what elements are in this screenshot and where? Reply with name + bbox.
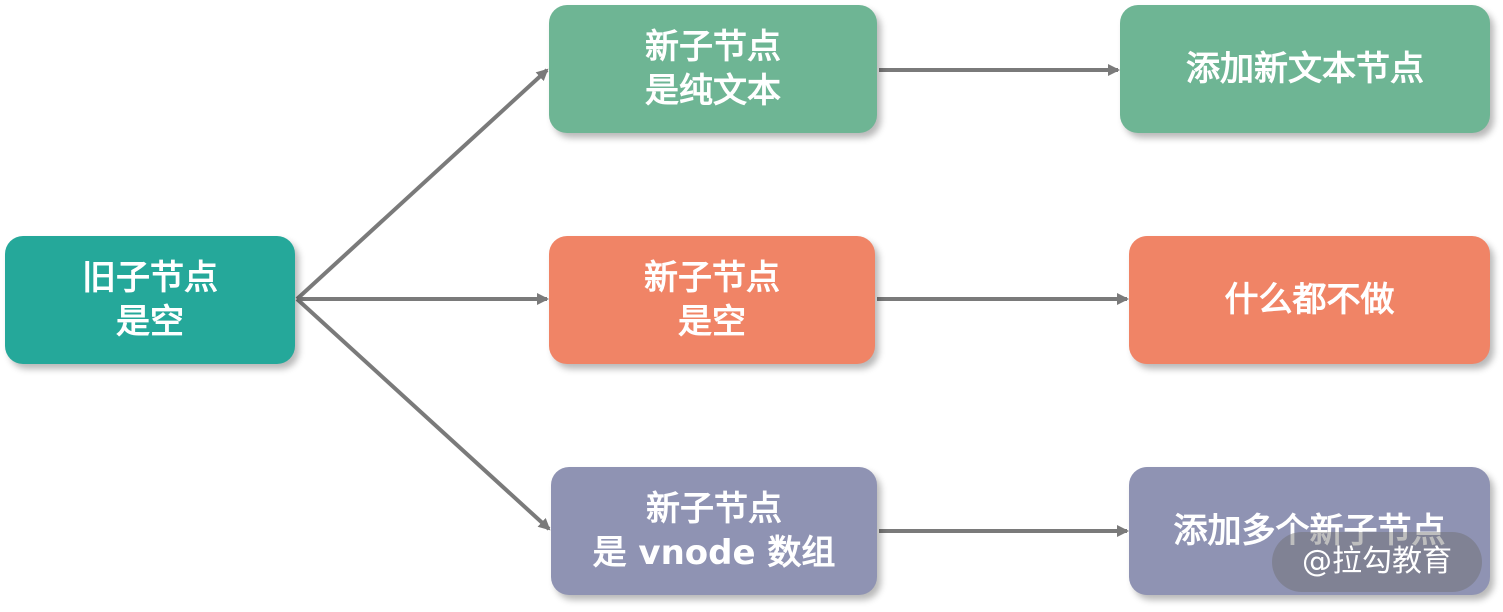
node-result-add-text: 添加新文本节点 [1120,5,1490,133]
node-old-children-empty: 旧子节点 是空 [5,236,295,364]
watermark: @拉勾教育 [1272,532,1482,592]
node-result-add-multiple: 添加多个新子节点 [1129,467,1490,595]
node-label-line1: 新子节点 [644,258,780,298]
node-label: 什么都不做 [1224,280,1395,320]
node-label-line1: 新子节点 [646,489,782,529]
node-label-line1: 旧子节点 [82,258,218,298]
node-label-line1: 新子节点 [645,27,781,67]
node-label: 添加新文本节点 [1186,49,1424,89]
node-new-children-empty: 新子节点 是空 [549,236,875,364]
node-label-line2: 是 vnode 数组 [592,533,836,573]
edge-old-to-text [295,68,549,301]
node-label-line2: 是空 [116,302,184,342]
node-label-line2: 是空 [678,302,746,342]
edge-old-to-array [295,297,551,531]
node-new-children-vnode-array: 新子节点 是 vnode 数组 [551,467,877,595]
node-new-children-text: 新子节点 是纯文本 [549,5,877,133]
node-result-do-nothing: 什么都不做 [1129,236,1490,364]
node-label: 添加多个新子节点 [1173,511,1446,551]
node-label-line2: 是纯文本 [645,71,781,111]
